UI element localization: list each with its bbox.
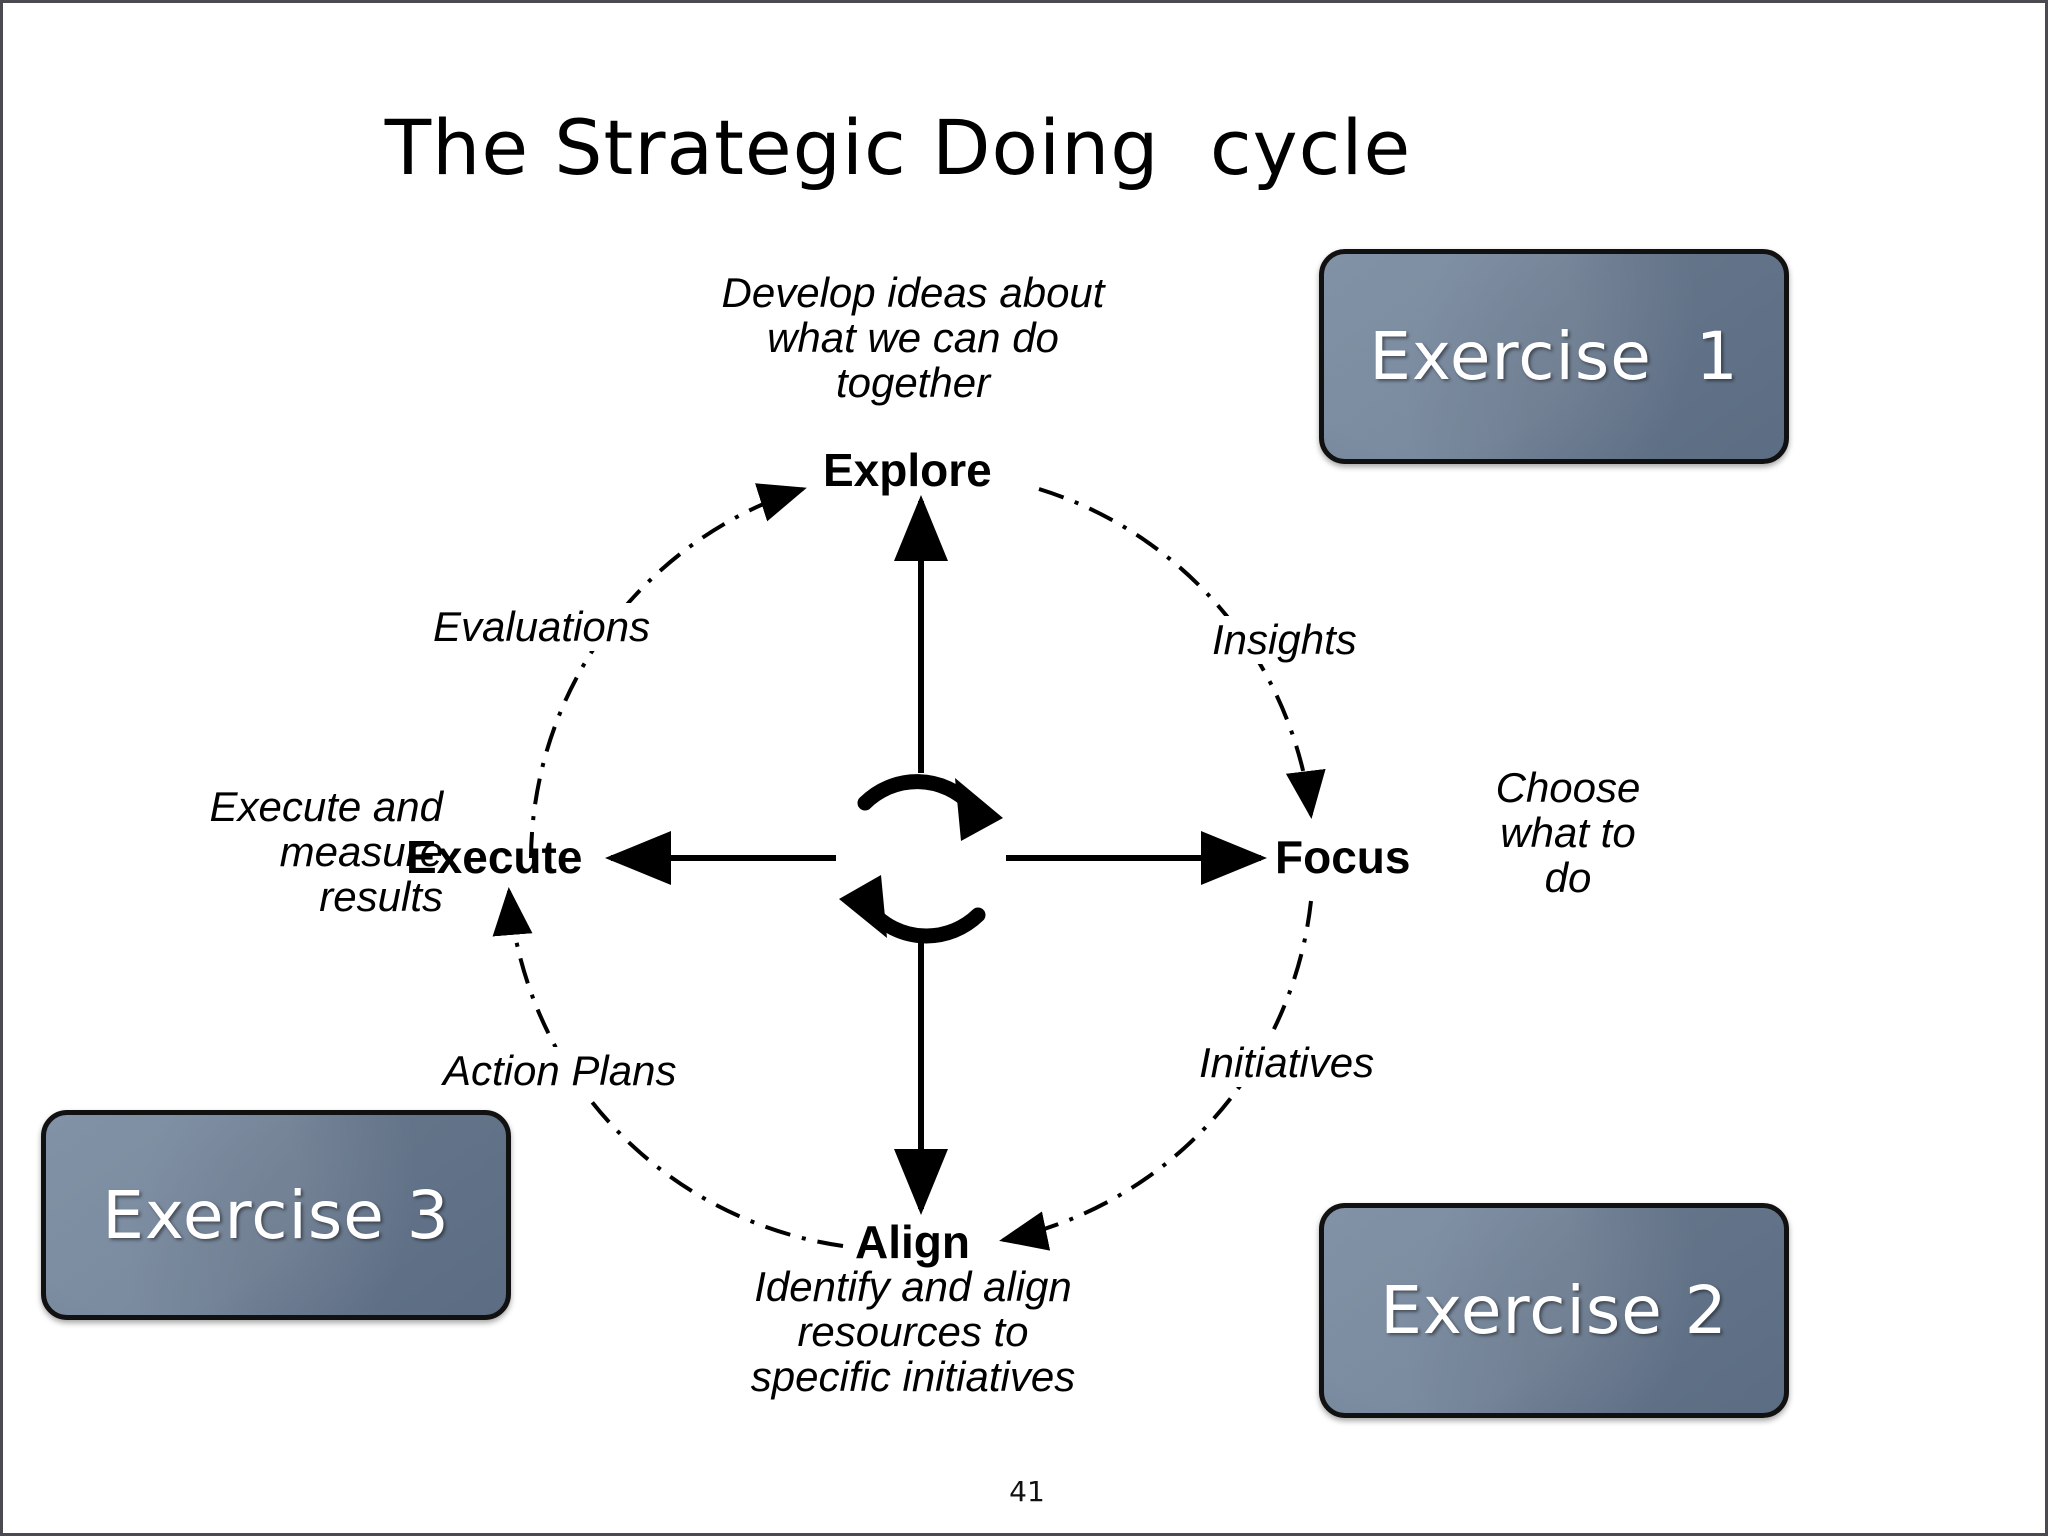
exercise-1-box[interactable]: Exercise 1 <box>1319 249 1789 464</box>
page-title: The Strategic Doing cycle <box>384 103 1412 192</box>
page-number: 41 <box>1009 1475 1045 1508</box>
node-description-align: Identify and align resources to specific… <box>750 1263 1076 1400</box>
exercise-1-label: Exercise 1 <box>1369 318 1739 395</box>
node-description-execute: Execute and measure results <box>209 783 443 920</box>
node-label-execute: Execute <box>406 831 583 883</box>
exercise-3-label: Exercise 3 <box>102 1176 450 1254</box>
node-description-focus: Choose what to do <box>1495 764 1641 901</box>
arc-label-action-plans: Action Plans <box>437 1047 683 1095</box>
node-label-focus: Focus <box>1275 831 1411 883</box>
exercise-2-label: Exercise 2 <box>1380 1272 1728 1349</box>
arc-label-evaluations: Evaluations <box>427 603 657 651</box>
exercise-2-box[interactable]: Exercise 2 <box>1319 1203 1789 1418</box>
node-label-explore: Explore <box>823 444 992 496</box>
arc-execute-to-explore <box>529 483 807 859</box>
node-label-align: Align <box>855 1216 970 1268</box>
node-description-explore: Develop ideas about what we can do toget… <box>721 269 1105 406</box>
arc-label-initiatives: Initiatives <box>1193 1039 1381 1087</box>
circular-arrows-icon <box>839 774 1003 944</box>
exercise-3-box[interactable]: Exercise 3 <box>41 1110 511 1320</box>
arc-label-insights: Insights <box>1206 616 1363 664</box>
